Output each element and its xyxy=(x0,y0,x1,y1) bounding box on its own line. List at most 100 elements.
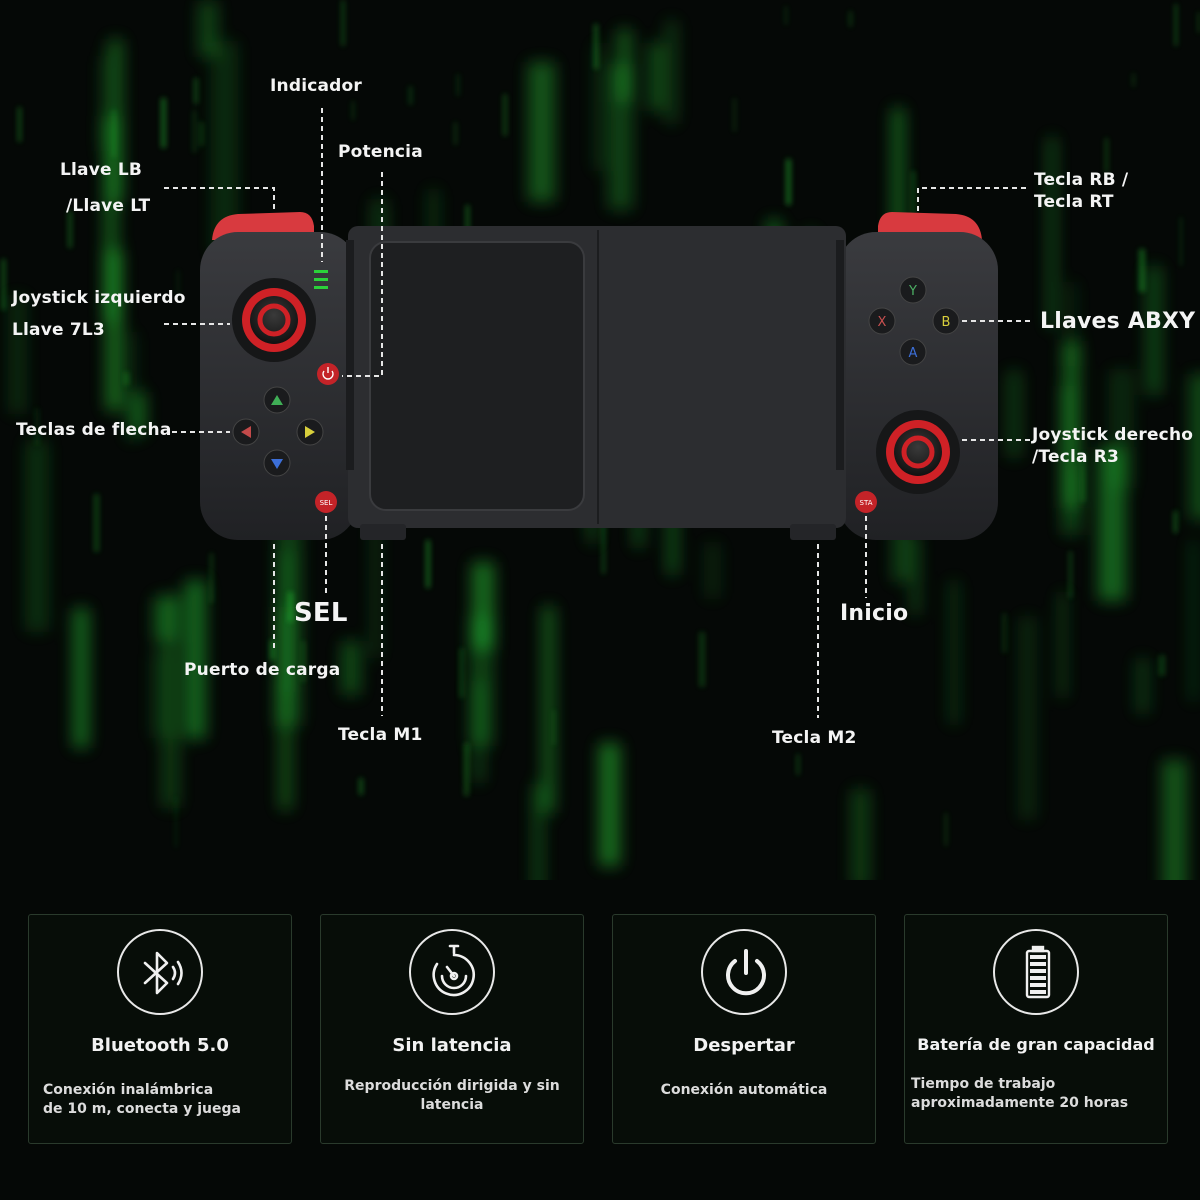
matrix-glyph xyxy=(797,754,799,775)
matrix-glyph xyxy=(68,211,72,248)
feature-title: Batería de gran capacidad xyxy=(917,1035,1155,1054)
label-tecla-m1: Tecla M1 xyxy=(338,725,423,745)
abxy-buttons[interactable]: Y X B A xyxy=(868,276,960,366)
matrix-streak xyxy=(1189,540,1198,702)
b-button-label: B xyxy=(942,315,951,330)
feature-desc: Conexión automática xyxy=(660,1082,828,1098)
feature-title: Bluetooth 5.0 xyxy=(91,1035,229,1056)
matrix-streak xyxy=(648,43,664,111)
leader-lines xyxy=(164,108,1030,718)
matrix-glyph xyxy=(733,98,736,132)
bluetooth-icon xyxy=(117,929,203,1015)
matrix-glyph xyxy=(699,632,705,687)
label-tecla-m2: Tecla M2 xyxy=(772,728,857,748)
matrix-glyph xyxy=(177,270,179,296)
matrix-glyph xyxy=(454,122,457,145)
matrix-glyph xyxy=(288,592,293,622)
dpad[interactable] xyxy=(232,386,324,477)
feature-title: Sin latencia xyxy=(392,1035,512,1056)
label-puerto-de-carga: Puerto de carga xyxy=(184,660,341,680)
controller-diagram: Y X B A SEL STA xyxy=(164,108,1030,718)
svg-text:SEL: SEL xyxy=(320,499,333,507)
matrix-streak xyxy=(1066,282,1077,366)
matrix-streak xyxy=(1146,266,1162,395)
matrix-streak xyxy=(599,743,620,866)
left-grip xyxy=(200,232,358,540)
feature-desc: Reproducción dirigida y sin latencia xyxy=(344,1078,560,1113)
power-icon xyxy=(701,929,787,1015)
a-button xyxy=(899,338,927,366)
matrix-glyph xyxy=(456,74,460,96)
matrix-glyph xyxy=(124,372,129,385)
matrix-streak xyxy=(911,535,920,615)
matrix-glyph xyxy=(341,0,345,46)
phone-holder[interactable] xyxy=(369,241,585,511)
label-tecla-rb: Tecla RB / xyxy=(1034,170,1129,190)
matrix-streak xyxy=(198,1,218,57)
select-button[interactable]: SEL xyxy=(315,491,337,513)
matrix-streak xyxy=(533,784,543,880)
matrix-glyph xyxy=(553,710,555,745)
start-button[interactable]: STA xyxy=(855,491,877,513)
matrix-streak xyxy=(593,43,605,171)
matrix-streak xyxy=(704,542,721,599)
matrix-glyph xyxy=(503,94,507,136)
matrix-glyph xyxy=(200,122,203,146)
indicator-lights xyxy=(314,270,328,289)
matrix-glyph xyxy=(175,797,177,848)
y-button xyxy=(899,276,927,304)
matrix-glyph xyxy=(18,107,21,142)
matrix-glyph xyxy=(192,110,197,153)
matrix-glyph xyxy=(1105,138,1108,173)
matrix-streak xyxy=(1189,374,1200,520)
matrix-glyph xyxy=(786,159,791,205)
matrix-streak xyxy=(1059,592,1066,698)
matrix-glyph xyxy=(408,86,413,105)
matrix-glyph xyxy=(1175,4,1177,46)
matrix-streak xyxy=(474,681,484,783)
feature-card-latency: Sin latencia Reproducción dirigida y sin… xyxy=(320,914,584,1144)
matrix-streak xyxy=(528,62,555,202)
matrix-streak xyxy=(1018,616,1037,820)
label-llave-lt: /Llave LT xyxy=(66,196,151,216)
matrix-glyph xyxy=(352,101,354,120)
b-button xyxy=(932,307,960,335)
matrix-glyph xyxy=(194,78,198,104)
matrix-streak xyxy=(185,580,206,739)
label-joystick-izquierdo: Joystick izquierdo xyxy=(12,288,186,308)
matrix-glyph xyxy=(602,519,605,574)
feature-title: Despertar xyxy=(693,1035,795,1056)
matrix-streak xyxy=(372,505,379,658)
matrix-glyph xyxy=(1159,655,1165,676)
matrix-glyph xyxy=(1069,551,1072,598)
left-joystick[interactable] xyxy=(232,278,316,362)
latency-icon xyxy=(409,929,495,1015)
right-joystick[interactable] xyxy=(876,410,960,494)
label-tecla-r3: /Tecla R3 xyxy=(1032,447,1120,467)
battery-icon xyxy=(993,929,1079,1015)
label-sel: SEL xyxy=(294,598,348,628)
label-indicador: Indicador xyxy=(270,76,363,96)
matrix-glyph xyxy=(113,110,115,157)
matrix-glyph xyxy=(912,171,915,216)
matrix-glyph xyxy=(594,24,598,69)
label-llaves-abxy: Llaves ABXY xyxy=(1040,309,1196,334)
matrix-streak xyxy=(25,440,49,632)
matrix-glyph xyxy=(1180,217,1182,266)
y-button-label: Y xyxy=(908,284,917,299)
matrix-streak xyxy=(161,594,180,808)
matrix-streak xyxy=(341,641,361,695)
matrix-streak xyxy=(99,56,109,151)
power-button[interactable] xyxy=(317,363,339,385)
matrix-glyph xyxy=(161,98,166,148)
label-potencia: Potencia xyxy=(338,142,423,162)
a-button-label: A xyxy=(909,346,918,361)
matrix-glyph xyxy=(460,648,463,698)
matrix-streak xyxy=(851,789,870,880)
matrix-glyph xyxy=(2,259,5,310)
feature-card-bluetooth: Bluetooth 5.0 Conexión inalámbrica de 10… xyxy=(28,914,292,1144)
label-teclas-de-flecha: Teclas de flecha xyxy=(16,420,172,440)
matrix-glyph xyxy=(35,408,39,445)
matrix-streak xyxy=(665,20,678,124)
matrix-glyph xyxy=(1081,454,1085,502)
